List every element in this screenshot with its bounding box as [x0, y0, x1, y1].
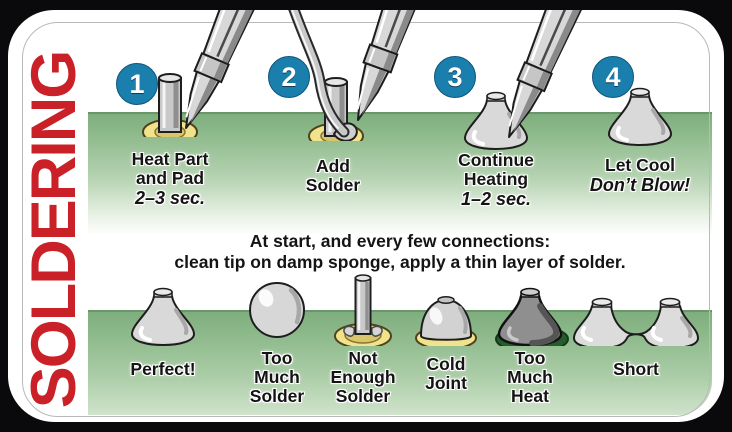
too-much-solder-icon — [249, 282, 305, 338]
step-2-label-line1: Add — [315, 156, 351, 176]
step-2-label-line2: Solder — [305, 175, 361, 195]
result-not-enough-solder-line3: Solder — [335, 386, 391, 406]
step-1-label-line1: Heat Part — [131, 149, 209, 169]
step-2-label: Add Solder — [258, 157, 408, 195]
result-cold-joint-line1: Cold — [426, 354, 466, 374]
result-too-much-heat-line2: Much — [507, 367, 553, 387]
step-3-number: 3 — [447, 61, 463, 92]
step-1-number: 1 — [129, 68, 145, 99]
result-too-much-solder-line1: Too — [261, 348, 293, 368]
step-3-label-line1: Continue — [458, 150, 534, 170]
too-much-heat-icon — [495, 287, 569, 346]
perfect-joint-icon — [131, 287, 195, 346]
result-not-enough-solder-label: Not Enough Solder — [303, 349, 423, 406]
result-perfect-label: Perfect! — [103, 360, 223, 379]
step-4-label: Let Cool Don’t Blow! — [565, 156, 715, 195]
result-too-much-solder-line3: Solder — [249, 386, 305, 406]
result-short-line1: Short — [613, 359, 659, 379]
step-3-note: 1–2 sec. — [460, 189, 532, 209]
result-not-enough-solder-line2: Enough — [330, 367, 396, 387]
result-too-much-heat-label: Too Much Heat — [470, 349, 590, 406]
cold-joint-icon — [415, 296, 477, 346]
step-1-note: 2–3 sec. — [134, 188, 206, 208]
result-too-much-heat-line1: Too — [514, 348, 546, 368]
maintenance-tip-note: At start, and every few connections: cle… — [88, 231, 712, 272]
result-cold-joint-label: Cold Joint — [386, 355, 506, 393]
result-cold-joint-line2: Joint — [425, 373, 467, 393]
pin-on-pad-icon — [142, 73, 198, 137]
step-4-label-line1: Let Cool — [605, 155, 675, 175]
short-joint-icon — [573, 297, 699, 346]
result-not-enough-solder-line1: Not — [348, 348, 378, 368]
result-too-much-solder-label: Too Much Solder — [217, 349, 337, 406]
cooling-joint-icon — [608, 87, 672, 146]
result-too-much-heat-line3: Heat — [511, 386, 549, 406]
soldering-instruction-card: SOLDERING 1 Heat Part and Pad 2–3 sec. 2 — [8, 10, 724, 422]
step-1-label-line2: and Pad — [135, 168, 205, 188]
not-enough-solder-icon — [334, 274, 392, 346]
step-4-number-badge: 4 — [592, 56, 634, 98]
step-1-number-badge: 1 — [116, 63, 158, 105]
step-1-label: Heat Part and Pad 2–3 sec. — [95, 150, 245, 208]
result-too-much-solder-line2: Much — [254, 367, 300, 387]
pin-on-pad-with-solder-icon — [308, 77, 364, 141]
step-3-label-line2: Heating — [463, 169, 529, 189]
page-title: SOLDERING — [19, 51, 89, 409]
tip-note-line2: clean tip on damp sponge, apply a thin l… — [174, 251, 626, 272]
step-3-label: Continue Heating 1–2 sec. — [421, 151, 571, 209]
step-4-number: 4 — [605, 61, 621, 92]
step-4-note: Don’t Blow! — [589, 175, 691, 195]
step-3-number-badge: 3 — [434, 56, 476, 98]
solder-fillet-joint-icon — [464, 91, 528, 150]
result-perfect-line1: Perfect! — [130, 359, 196, 379]
result-short-label: Short — [576, 360, 696, 379]
tip-note-line1: At start, and every few connections: — [249, 231, 551, 251]
